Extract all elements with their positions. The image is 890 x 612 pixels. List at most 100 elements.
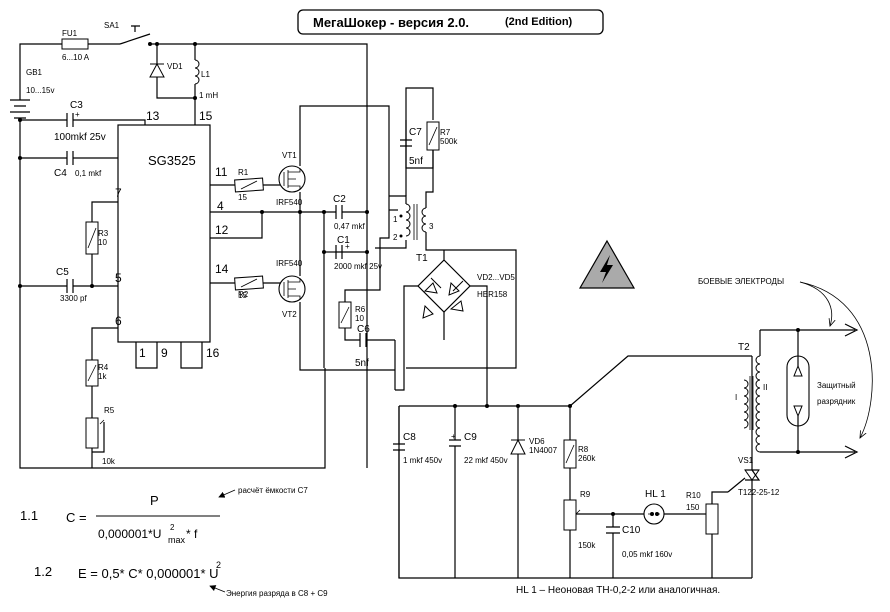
svg-text:+: + bbox=[451, 432, 456, 441]
ic-sg3525: SG3525 13 15 11 4 12 14 7 5 6 1 9 16 R3 … bbox=[18, 109, 229, 468]
c1-label: C1 bbox=[337, 235, 350, 246]
pin-1: 1 bbox=[139, 346, 146, 360]
r5-label: R5 bbox=[104, 406, 115, 415]
t2-winding-1: I bbox=[735, 393, 737, 402]
c10-label: C10 bbox=[622, 525, 641, 536]
c4-value: 0,1 mkf bbox=[75, 169, 102, 178]
formula-2-sup: 2 bbox=[216, 560, 221, 570]
vd1-label: VD1 bbox=[167, 62, 183, 71]
vd6-type: 1N4007 bbox=[529, 446, 558, 455]
r8-value: 260k bbox=[578, 454, 596, 463]
transformer-t1: 1 2 3 T1 C7 5nf R7 500k bbox=[375, 87, 458, 264]
pin-16: 16 bbox=[206, 346, 220, 360]
c5-label: C5 bbox=[56, 267, 69, 278]
decoupling-caps: + C3 100mkf 25v C4 0,1 mkf bbox=[18, 100, 196, 179]
t1-winding-3: 3 bbox=[429, 222, 434, 231]
l1-value: 1 mH bbox=[199, 91, 218, 100]
edition: (2nd Edition) bbox=[505, 16, 573, 28]
hl1-note: HL 1 – Неоновая ТН-0,2-2 или аналогичная… bbox=[516, 585, 720, 596]
c1-value: 2000 mkf 25v bbox=[334, 262, 382, 271]
driver-stage: R1 15 VT1 IRF540 R2 15 IRF540 VT2 C2 0,4… bbox=[210, 105, 398, 390]
r2-value: 15 bbox=[238, 291, 247, 300]
vt1-type: IRF540 bbox=[276, 198, 303, 207]
formula-2-body: E = 0,5* C* 0,000001* U bbox=[78, 566, 219, 581]
r1-value: 15 bbox=[238, 193, 247, 202]
vd6-label: VD6 bbox=[529, 437, 545, 446]
r7-label: R7 bbox=[440, 128, 451, 137]
c7-value: 5nf bbox=[409, 156, 423, 167]
c10-value: 0,05 mkf 160v bbox=[622, 550, 672, 559]
gb1-label: GB1 bbox=[26, 68, 43, 77]
sa1-label: SA1 bbox=[104, 21, 120, 30]
r3-value: 10 bbox=[98, 238, 107, 247]
c2-label: C2 bbox=[333, 194, 346, 205]
r9-label: R9 bbox=[580, 490, 591, 499]
title-box: МегаШокер - версия 2.0. (2nd Edition) bbox=[297, 9, 604, 35]
c3-label: C3 bbox=[70, 100, 83, 111]
c5-value: 3300 pf bbox=[60, 294, 87, 303]
ic-name: SG3525 bbox=[148, 153, 196, 168]
svg-text:+: + bbox=[75, 110, 80, 119]
c9-value: 22 mkf 450v bbox=[464, 456, 508, 465]
fu1-label: FU1 bbox=[62, 29, 78, 38]
c2-value: 0,47 mkf bbox=[334, 222, 365, 231]
r4-label: R4 bbox=[98, 363, 109, 372]
electrodes-label: БОЕВЫЕ ЭЛЕКТРОДЫ bbox=[698, 277, 784, 286]
t1-label: T1 bbox=[416, 253, 428, 264]
r9-value: 150k bbox=[578, 541, 596, 550]
pin-5: 5 bbox=[115, 271, 122, 285]
r2-label: R2 bbox=[238, 290, 249, 299]
r4-value: 1k bbox=[98, 372, 107, 381]
vt2-type: IRF540 bbox=[276, 259, 303, 268]
l1-label: L1 bbox=[201, 70, 210, 79]
hl1-label: HL 1 bbox=[645, 489, 666, 500]
r10-value: 150 bbox=[686, 503, 700, 512]
svg-text:+: + bbox=[345, 242, 350, 251]
r7-value: 500k bbox=[440, 137, 458, 146]
r10-label: R10 bbox=[686, 491, 701, 500]
power-input: GB1 10...15v FU1 6...10 A SA1 VD1 L1 1 m… bbox=[10, 21, 368, 469]
gb1-value: 10...15v bbox=[26, 86, 54, 95]
vt2-label: VT2 bbox=[282, 310, 297, 319]
vd2-vd5-label: VD2...VD5 bbox=[477, 273, 515, 282]
formulas: 1.1 C = P 0,000001*U 2 max * f расчёт ём… bbox=[20, 486, 328, 598]
c4-label: C4 bbox=[54, 168, 67, 179]
calc-c7-note: расчёт ёмкости С7 bbox=[238, 486, 308, 495]
formula-1-numerator: P bbox=[150, 493, 159, 508]
formula-1-sub: max bbox=[168, 535, 186, 545]
arrester-line-2: разрядник bbox=[817, 397, 856, 406]
fu1-value: 6...10 A bbox=[62, 53, 90, 62]
vs1-label: VS1 bbox=[738, 456, 754, 465]
t2-winding-2: II bbox=[763, 383, 767, 392]
pin-15: 15 bbox=[199, 109, 213, 123]
vt1-label: VT1 bbox=[282, 151, 297, 160]
pin-14: 14 bbox=[215, 262, 229, 276]
c9-label: C9 bbox=[464, 432, 477, 443]
r6-value: 10 bbox=[355, 314, 364, 323]
high-voltage-warning-icon bbox=[578, 239, 636, 289]
arrester-line-1: Защитный bbox=[817, 381, 856, 390]
formula-1-denominator: 0,000001*U bbox=[98, 527, 161, 541]
c6-label: C6 bbox=[357, 324, 370, 335]
pin-6: 6 bbox=[115, 314, 122, 328]
c8-label: C8 bbox=[403, 432, 416, 443]
pin-9: 9 bbox=[161, 346, 168, 360]
pin-11: 11 bbox=[215, 165, 228, 179]
t1-winding-1: 1 bbox=[393, 215, 398, 224]
r8-label: R8 bbox=[578, 445, 589, 454]
title: МегаШокер - версия 2.0. bbox=[313, 15, 469, 30]
pin-4: 4 bbox=[217, 199, 224, 213]
c8-value: 1 mkf 450v bbox=[403, 456, 442, 465]
r1-label: R1 bbox=[238, 168, 249, 177]
pin-12: 12 bbox=[215, 223, 229, 237]
pin-13: 13 bbox=[146, 109, 160, 123]
t1-winding-2: 2 bbox=[393, 233, 398, 242]
c6-value: 5nf bbox=[355, 358, 369, 369]
r3-label: R3 bbox=[98, 229, 109, 238]
c7-label: C7 bbox=[409, 127, 422, 138]
pin-7: 7 bbox=[115, 186, 122, 200]
formula-1-sup: 2 bbox=[170, 523, 175, 532]
energy-note: Энергия разряда в С8 + С9 bbox=[226, 589, 328, 598]
vs1-type: T122-25-12 bbox=[738, 488, 780, 497]
